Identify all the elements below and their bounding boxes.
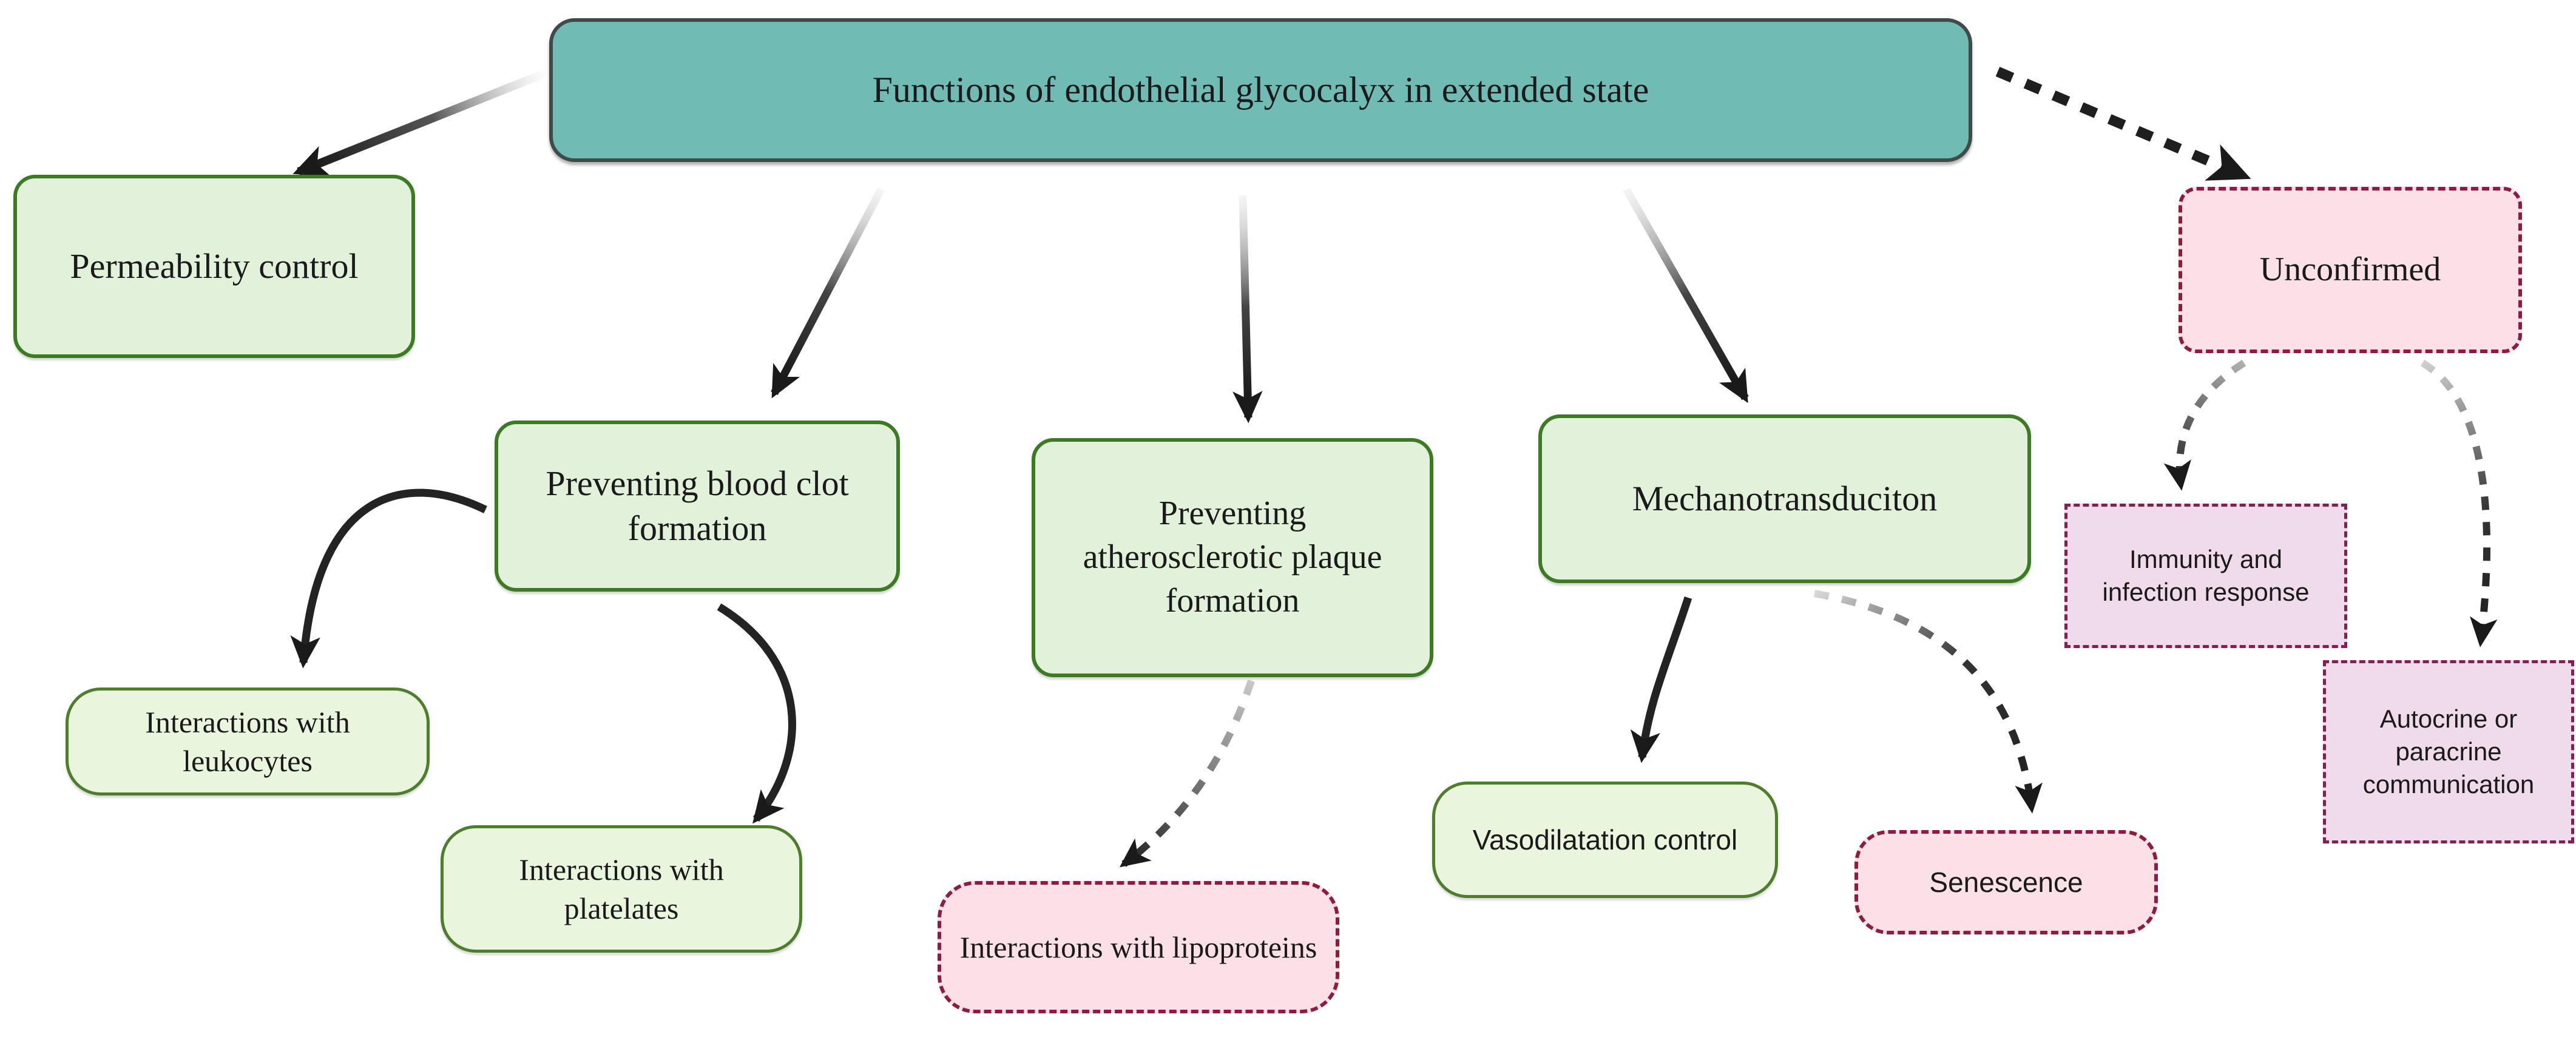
edge-athero-lipoproteins: [1119, 680, 1255, 868]
node-interactions-lipoproteins-label: Interactions with lipoproteins: [959, 930, 1317, 964]
node-immunity-infection-label: Immunity and infection response: [2102, 545, 2310, 606]
edge-title-permeability: [292, 67, 551, 177]
edge-bloodclot-leukocytes: [290, 488, 487, 669]
node-preventing-athero: Preventing atherosclerotic plaque format…: [1032, 438, 1433, 677]
node-interactions-platelates-label: Interactions with platelates: [519, 853, 724, 925]
edge-mechano-vasodilatation: [1630, 596, 1692, 763]
node-preventing-blood-clot: Preventing blood clot formation: [495, 421, 900, 592]
edge-unconfirmed-immunity: [2163, 359, 2246, 491]
edge-title-unconfirmed: [1995, 67, 2251, 181]
edge-mechano-senescence: [1813, 590, 2043, 814]
edge-title-athero: [1232, 195, 1263, 424]
node-immunity-infection: Immunity and infection response: [2064, 504, 2347, 648]
node-autocrine-paracrine-label: Autocrine or paracrine communication: [2362, 704, 2535, 799]
node-unconfirmed-label: Unconfirmed: [2259, 251, 2441, 289]
node-interactions-lipoproteins: Interactions with lipoproteins: [938, 881, 1339, 1013]
node-senescence: Senescence: [1854, 830, 2158, 934]
node-senescence-label: Senescence: [1929, 866, 2083, 898]
edge-bloodclot-platelates: [717, 603, 796, 824]
node-autocrine-paracrine: Autocrine or paracrine communication: [2323, 660, 2574, 843]
node-preventing-athero-label: Preventing atherosclerotic plaque format…: [1083, 495, 1382, 620]
edge-title-blood-clot: [771, 187, 885, 399]
node-vasodilatation-control: Vasodilatation control: [1432, 782, 1778, 898]
node-vasodilatation-control-label: Vasodilatation control: [1472, 823, 1738, 856]
node-title: Functions of endothelial glycocalyx in e…: [549, 18, 1972, 162]
edge-title-mechano: [1623, 187, 1749, 404]
node-interactions-leukocytes: Interactions with leukocytes: [66, 687, 430, 795]
node-permeability-control-label: Permeability control: [70, 246, 359, 286]
node-permeability-control: Permeability control: [13, 175, 415, 358]
node-title-label: Functions of endothelial glycocalyx in e…: [872, 70, 1649, 110]
node-unconfirmed: Unconfirmed: [2179, 187, 2522, 353]
node-mechanotransduction-label: Mechanotransduciton: [1632, 478, 1938, 518]
edge-unconfirmed-autocrine: [2420, 359, 2498, 647]
node-mechanotransduction: Mechanotransduciton: [1538, 414, 2031, 583]
node-preventing-blood-clot-label: Preventing blood clot formation: [546, 463, 849, 548]
node-interactions-leukocytes-label: Interactions with leukocytes: [145, 705, 350, 778]
node-interactions-platelates: Interactions with platelates: [441, 825, 802, 953]
